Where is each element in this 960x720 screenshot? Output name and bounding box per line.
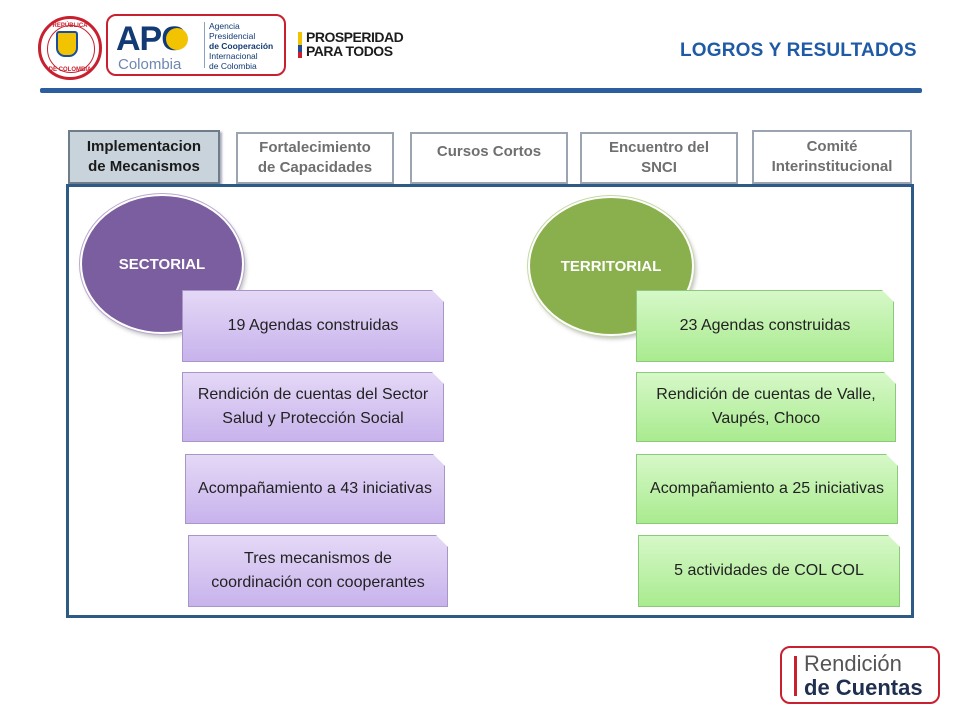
tab-label-line1: Encuentro del <box>608 139 709 156</box>
tab-fortalecimiento-capacidades[interactable]: Fortalecimiento de Capacidades <box>236 132 394 184</box>
seal-text-top: REPÚBLICA <box>52 23 88 29</box>
sectorial-item-text: 19 Agendas construidas <box>227 317 399 334</box>
tab-label-line1: Fortalecimiento <box>259 139 371 156</box>
territorial-item-text: 23 Agendas construidas <box>679 317 851 334</box>
rendicion-de-cuentas-logo: Rendición de Cuentas <box>780 646 940 704</box>
rc-accent-bar <box>794 656 797 696</box>
apc-country: Colombia <box>118 56 182 73</box>
seal-text-bottom: DE COLOMBIA <box>48 67 92 73</box>
apc-divider <box>204 22 205 68</box>
territorial-item-text: Acompañamiento a 25 iniciativas <box>650 480 884 497</box>
sectorial-item-text: Acompañamiento a 43 iniciativas <box>198 480 432 497</box>
rc-line2: de Cuentas <box>804 675 923 700</box>
apc-agency-line: de Cooperación <box>209 41 274 51</box>
prosperidad-line2: PARA TODOS <box>306 43 393 59</box>
apc-agency-line: Agencia <box>209 21 240 31</box>
tab-label-line2: SNCI <box>641 159 677 176</box>
prosperidad-logo: PROSPERIDAD PARA TODOS <box>306 29 404 59</box>
sectorial-item-text: Tres mecanismos de coordinación con coop… <box>211 550 425 591</box>
header-divider <box>40 88 922 93</box>
rc-line1: Rendición <box>804 651 902 676</box>
sectorial-item-mecanismos: Tres mecanismos de coordinación con coop… <box>188 535 448 607</box>
territorial-item-text: 5 actividades de COL COL <box>674 562 864 579</box>
apc-agency-text: Agencia Presidencial de Cooperación Inte… <box>209 21 273 71</box>
prosperidad-line1: PROSPERIDAD <box>306 29 404 45</box>
apc-colombia-logo: APC Colombia Agencia Presidencial de Coo… <box>106 14 286 76</box>
coat-of-arms-icon <box>56 31 78 57</box>
apc-agency-line: Internacional <box>209 51 258 61</box>
territorial-item-rendicion: Rendición de cuentas de Valle, Vaupés, C… <box>636 372 896 442</box>
tab-label-line2: de Capacidades <box>257 159 373 176</box>
colombia-seal-logo: REPÚBLICA DE COLOMBIA <box>38 16 102 80</box>
territorial-item-acompanamiento: Acompañamiento a 25 iniciativas <box>636 454 898 524</box>
apc-agency-line: de Colombia <box>209 61 257 71</box>
territorial-item-col-col: 5 actividades de COL COL <box>638 535 900 607</box>
tab-label-line1: Cursos Cortos <box>436 143 542 160</box>
tab-implementacion-mecanismos[interactable]: Implementacion de Mecanismos <box>68 130 220 184</box>
tab-label-line1: Implementacion <box>86 138 202 155</box>
territorial-item-agendas: 23 Agendas construidas <box>636 290 894 362</box>
sectorial-item-rendicion: Rendición de cuentas del Sector Salud y … <box>182 372 444 442</box>
tab-label-line2: Interinstitucional <box>771 158 893 175</box>
sectorial-label: SECTORIAL <box>118 255 206 273</box>
territorial-item-text: Rendición de cuentas de Valle, Vaupés, C… <box>656 386 876 427</box>
territorial-label: TERRITORIAL <box>560 257 662 275</box>
sectorial-item-text: Rendición de cuentas del Sector Salud y … <box>197 386 429 427</box>
apc-agency-line: Presidencial <box>209 31 256 41</box>
sectorial-item-agendas: 19 Agendas construidas <box>182 290 444 362</box>
tab-cursos-cortos[interactable]: Cursos Cortos <box>410 132 568 184</box>
sectorial-item-acompanamiento: Acompañamiento a 43 iniciativas <box>185 454 445 524</box>
page-title: LOGROS Y RESULTADOS <box>680 40 917 61</box>
colombia-flag-icon <box>298 32 302 58</box>
tab-label-line1: Comité <box>806 138 858 155</box>
tab-label-line2: de Mecanismos <box>88 158 200 175</box>
apc-star-icon <box>166 28 188 50</box>
